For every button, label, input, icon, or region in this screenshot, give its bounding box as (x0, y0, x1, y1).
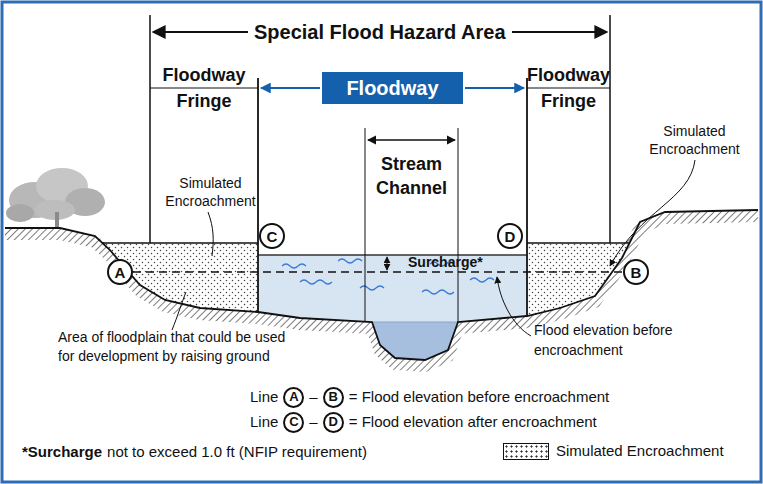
boundary-line (458, 128, 459, 322)
surcharge-arrow (387, 257, 388, 270)
boundary-line (149, 15, 151, 243)
encroachment-top (527, 242, 629, 244)
tree-foliage (6, 204, 34, 222)
key-text: Line (250, 386, 278, 408)
boundary-line (257, 78, 259, 312)
wave (282, 264, 306, 268)
point-marker: B (623, 259, 649, 285)
floodway-arrow (465, 87, 524, 89)
key-marker: B (323, 387, 344, 408)
key-text: – (309, 411, 317, 433)
encroachment-top (102, 242, 258, 244)
callout-text: Simulated Encroachment (642, 122, 747, 158)
key-row: *Surchargenot to exceed 1.0 ft (NFIP req… (22, 441, 367, 463)
leader-line (208, 212, 213, 256)
floodway-arrow (261, 87, 320, 89)
leader-line (497, 277, 531, 336)
boundary-line (365, 128, 366, 322)
encroachment-fill (102, 243, 258, 312)
key-text: Line (250, 411, 278, 433)
leader-line (172, 292, 186, 330)
leader-line (610, 160, 695, 266)
legend-swatch (503, 443, 549, 460)
callout-text: Flood elevation before encroachment (534, 320, 709, 360)
footnote-text: *Surcharge (22, 441, 102, 463)
wave (422, 290, 454, 294)
wave (300, 280, 332, 284)
node-text: Floodway (346, 77, 438, 100)
wave (470, 278, 494, 282)
ground-hatch (5, 216, 758, 366)
key-row: LineA–B= Flood elevation before encroach… (250, 386, 609, 408)
surcharge-label: Surcharge* (408, 253, 483, 271)
channel-water (372, 322, 458, 360)
flood-water (258, 255, 527, 360)
footnote-text: not to exceed 1.0 ft (NFIP requirement) (107, 441, 367, 463)
zone-divider (150, 88, 258, 89)
point-marker: C (259, 223, 285, 249)
wave (338, 259, 362, 263)
key-text: = Flood elevation before encroachment (349, 386, 610, 408)
tree-trunk (55, 212, 59, 228)
wave (360, 286, 384, 290)
channel-bank (372, 322, 458, 323)
node-text: B (631, 264, 642, 281)
zone-label: Floodway Fringe (520, 62, 617, 114)
key-text: = Flood elevation after encroachment (349, 411, 597, 433)
encroachment-fill (527, 243, 629, 316)
zone-label: Floodway Fringe (150, 62, 258, 114)
point-marker: A (107, 259, 133, 285)
key-marker: D (323, 412, 344, 433)
boundary-line (609, 15, 611, 243)
floodway-box: Floodway (322, 72, 463, 104)
callout-text: Area of floodplain that could be used fo… (58, 328, 293, 366)
point-marker: D (497, 223, 523, 249)
zone-label: Stream Channel (365, 152, 458, 200)
key-marker: C (283, 412, 304, 433)
water-surface (258, 254, 527, 255)
diagram-title: Special Flood Hazard Area (248, 19, 512, 45)
callout-text: Simulated Encroachment (163, 174, 258, 210)
key-text: – (309, 386, 317, 408)
key-marker: A (283, 387, 304, 408)
zone-divider (527, 88, 610, 89)
legend-text: Simulated Encroachment (556, 441, 724, 461)
channel-arrow (368, 139, 455, 140)
elevation-line (133, 271, 623, 273)
node-text: D (505, 228, 516, 245)
boundary-line (526, 78, 528, 316)
key-row: LineC–D= Flood elevation after encroachm… (250, 411, 597, 433)
node-text: A (115, 264, 126, 281)
node-text: C (267, 228, 278, 245)
